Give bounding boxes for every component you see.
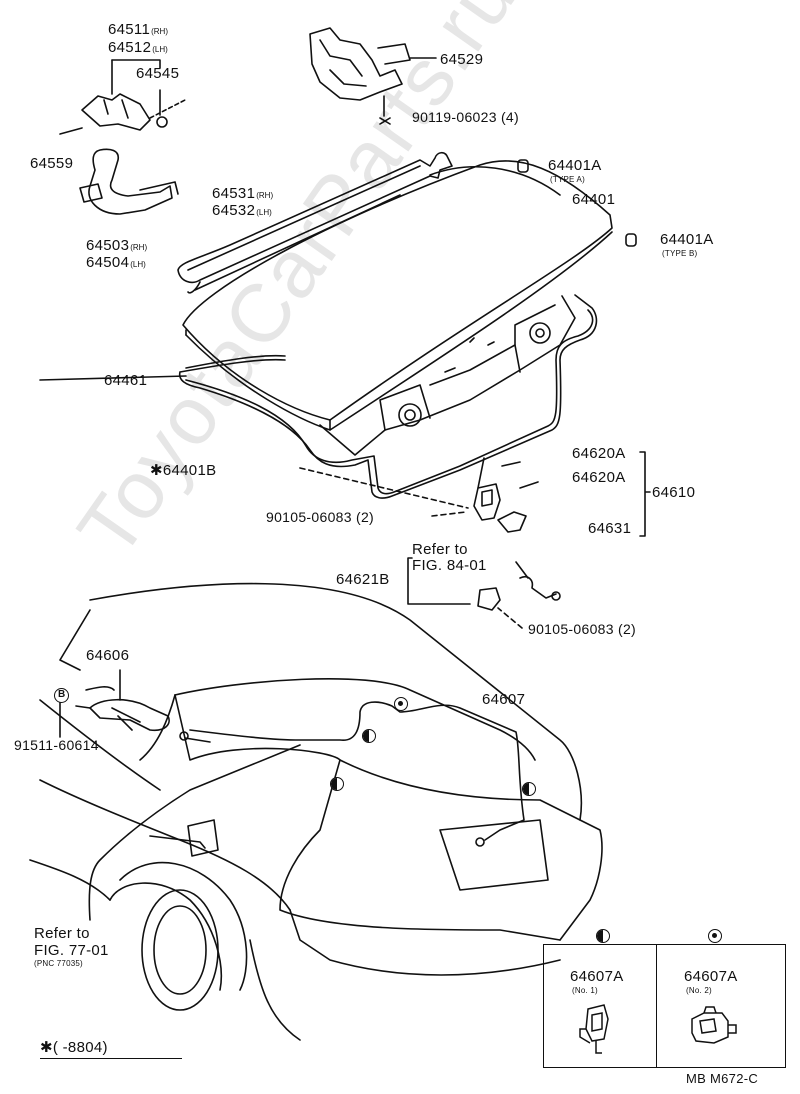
clip-legend-box: 64607A (No. 1) 64607A (No. 2): [543, 929, 786, 1068]
ref-pnc-77035: (PNC 77035): [34, 959, 83, 968]
part-64461: 64461: [104, 372, 148, 389]
part-90105-06083-b: 90105-06083 (2): [528, 621, 637, 637]
part-64559: 64559: [30, 155, 74, 172]
weatherstrip: [178, 294, 598, 499]
part-64621B: 64621B: [336, 571, 390, 588]
part-64503: 64503(RH): [86, 237, 148, 254]
part-64401A-type-a: 64401A: [548, 157, 602, 174]
part-90105-06083-a: 90105-06083 (2): [266, 509, 375, 525]
part-64401: 64401: [572, 191, 616, 208]
legend-dot-circle-icon: [708, 929, 722, 943]
part-64532: 64532(LH): [212, 202, 272, 219]
legend-half-circle-icon: [596, 929, 610, 943]
torsion-bar: [177, 151, 453, 294]
hinge-top: [309, 27, 437, 125]
trunk-lid: [182, 159, 637, 456]
part-64620A-1: 64620A: [572, 445, 626, 462]
part-90119-06023: 90119-06023 (4): [412, 109, 519, 125]
clip-no1-marker: [522, 782, 536, 796]
part-64531: 64531(RH): [212, 185, 274, 202]
legend-divider: [656, 945, 657, 1067]
legend-part-1: 64607A: [570, 968, 624, 985]
hinge-upper: [59, 59, 186, 135]
footnote-underline: [40, 1058, 182, 1059]
clip-no1-marker: [362, 729, 376, 743]
ref-fig-77-01-line1: Refer to: [34, 925, 90, 942]
legend-variant-2: (No. 2): [686, 986, 712, 995]
part-64401A-type-b: 64401A: [660, 231, 714, 248]
part-64401A-type-a-note: (TYPE A): [550, 175, 585, 184]
car-body: [29, 582, 603, 1041]
lock-assembly: [299, 457, 561, 629]
ref-fig-77-01-line2: FIG. 77-01: [34, 942, 109, 959]
opener-lever: [75, 669, 170, 732]
legend-part-2: 64607A: [684, 968, 738, 985]
part-64606: 64606: [86, 647, 130, 664]
part-64529: 64529: [440, 51, 484, 68]
part-64401B: ✱64401B: [150, 462, 217, 479]
clip-no2-marker: [394, 697, 408, 711]
clip-no1-marker: [330, 777, 344, 791]
bolt-marker-b: B: [54, 688, 69, 703]
release-cable: [88, 701, 525, 921]
drawing-code: MB M672-C: [686, 1071, 759, 1086]
part-64504: 64504(LH): [86, 254, 146, 271]
ref-fig-84-01-line1: Refer to: [412, 541, 468, 558]
part-91511-60614: 91511-60614: [14, 737, 99, 753]
clip-no1-icon: [579, 1004, 609, 1054]
legend-variant-1: (No. 1): [572, 986, 598, 995]
part-64620A-2: 64620A: [572, 469, 626, 486]
part-64401A-type-b-note: (TYPE B): [662, 249, 698, 258]
part-64545: 64545: [136, 65, 180, 82]
clip-no2-icon: [691, 1006, 737, 1044]
part-64607: 64607: [482, 691, 526, 708]
footnote: ✱( -8804): [40, 1039, 108, 1056]
part-64610: 64610: [652, 484, 696, 501]
ref-fig-84-01-line2: FIG. 84-01: [412, 557, 487, 574]
hinge-lower: [79, 148, 179, 215]
part-64512: 64512(LH): [108, 39, 168, 56]
part-64631: 64631: [588, 520, 632, 537]
part-64511: 64511(RH): [108, 21, 168, 38]
